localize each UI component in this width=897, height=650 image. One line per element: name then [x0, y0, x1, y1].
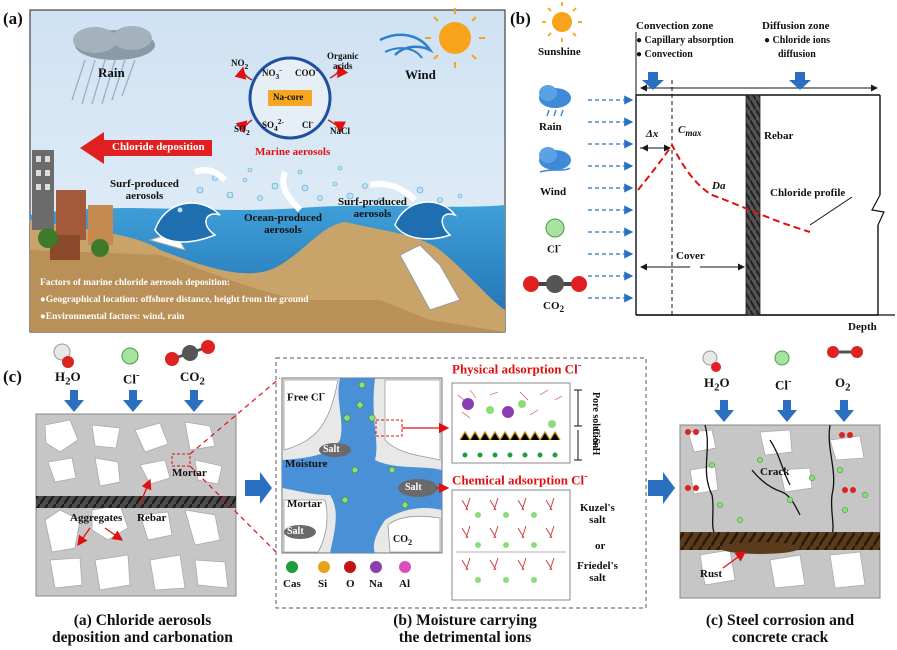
cl-label-c: Cl- — [123, 369, 140, 387]
legend-si: Si — [318, 578, 328, 590]
panel-b-letter: (b) — [510, 9, 531, 28]
chloride-profile-label: Chloride profile — [770, 187, 846, 199]
cmax-label: Cmax — [678, 124, 702, 139]
legend-cas: Cas — [283, 578, 301, 590]
cover-label: Cover — [676, 250, 705, 262]
ion-coo: COO- — [295, 65, 319, 78]
physical-adsorption-label: Physical adsorption Cl- — [452, 359, 582, 377]
ion-so2: SO2 — [234, 124, 250, 137]
convection-item: ● Convection — [636, 49, 693, 60]
ion-cl: Cl- — [302, 117, 314, 130]
co2-label-small: CO2 — [393, 534, 413, 547]
moisture-label: Moisture — [285, 458, 328, 470]
mortar-label: Mortar — [172, 467, 207, 479]
sunshine-label: Sunshine — [538, 46, 581, 58]
rebar-label-b: Rebar — [764, 130, 794, 142]
panel-c-middle — [275, 357, 675, 609]
factor-environmental: ●Environmental factors: wind, rain — [40, 312, 185, 322]
crack-label: Crack — [760, 466, 790, 478]
diffusion-zone-title: Diffusion zone — [762, 20, 830, 32]
h2o-label-right: H2O — [704, 375, 730, 394]
co2-label-c: CO2 — [180, 369, 205, 388]
salt-label-1: Salt — [323, 444, 340, 455]
panel-c-right — [679, 346, 881, 599]
rain-label-b: Rain — [539, 121, 562, 133]
rust-label: Rust — [700, 568, 723, 580]
panel-c-letter: (c) — [3, 367, 22, 386]
capillary-absorption: ● Capillary absorption — [636, 35, 734, 46]
ion-no2: NO2 — [231, 58, 249, 71]
dx-label: Δx — [646, 128, 659, 140]
aggregates-label: Aggregates — [70, 512, 123, 524]
rebar-label-c: Rebar — [137, 512, 167, 524]
panel-c-left — [35, 340, 281, 597]
da-label: Da — [712, 180, 726, 192]
or-label: or — [595, 540, 606, 552]
chemical-adsorption-label: Chemical adsorption Cl- — [452, 470, 588, 488]
mortar-label-2: Mortar — [287, 498, 322, 510]
pore-solution-label: Pore solution — [590, 392, 601, 449]
ion-so4: SO42- — [262, 117, 285, 133]
rain-label: Rain — [98, 65, 125, 80]
chloride-ions-item: ● Chloride ions — [764, 35, 831, 46]
salt-label-3: Salt — [405, 482, 422, 493]
factor-geographical: ●Geographical location: offshore distanc… — [40, 295, 309, 305]
panel-a-scene — [29, 8, 506, 333]
cl-label-right: Cl- — [775, 375, 792, 393]
legend-na: Na — [369, 578, 383, 590]
legend-al: Al — [399, 578, 410, 590]
o2-label: O2 — [835, 375, 851, 394]
depth-label: Depth — [848, 321, 877, 333]
chloride-deposition-label: Chloride deposition — [112, 141, 205, 153]
ion-no3: NO3- — [262, 65, 282, 81]
csh-label: C-S-H — [590, 428, 601, 456]
free-cl-label: Free Cl- — [287, 388, 325, 404]
legend-o: O — [346, 578, 355, 590]
salt-label-2: Salt — [287, 526, 304, 537]
ion-core: Na-core — [273, 92, 304, 102]
marine-aerosols-label: Marine aerosols — [255, 146, 331, 158]
factors-title: Factors of marine chloride aerosols depo… — [40, 278, 231, 288]
panel-b-diagram — [523, 2, 895, 316]
cl-label-b: Cl- — [547, 240, 562, 256]
diffusion-item: diffusion — [778, 49, 816, 60]
panel-a-letter: (a) — [3, 9, 23, 28]
convection-zone-title: Convection zone — [636, 20, 714, 32]
ion-nacl: NaCl — [330, 126, 350, 136]
wind-label-b: Wind — [540, 186, 567, 198]
h2o-label: H2O — [55, 369, 81, 388]
co2-label-b: CO2 — [543, 300, 565, 315]
wind-label: Wind — [405, 67, 436, 82]
